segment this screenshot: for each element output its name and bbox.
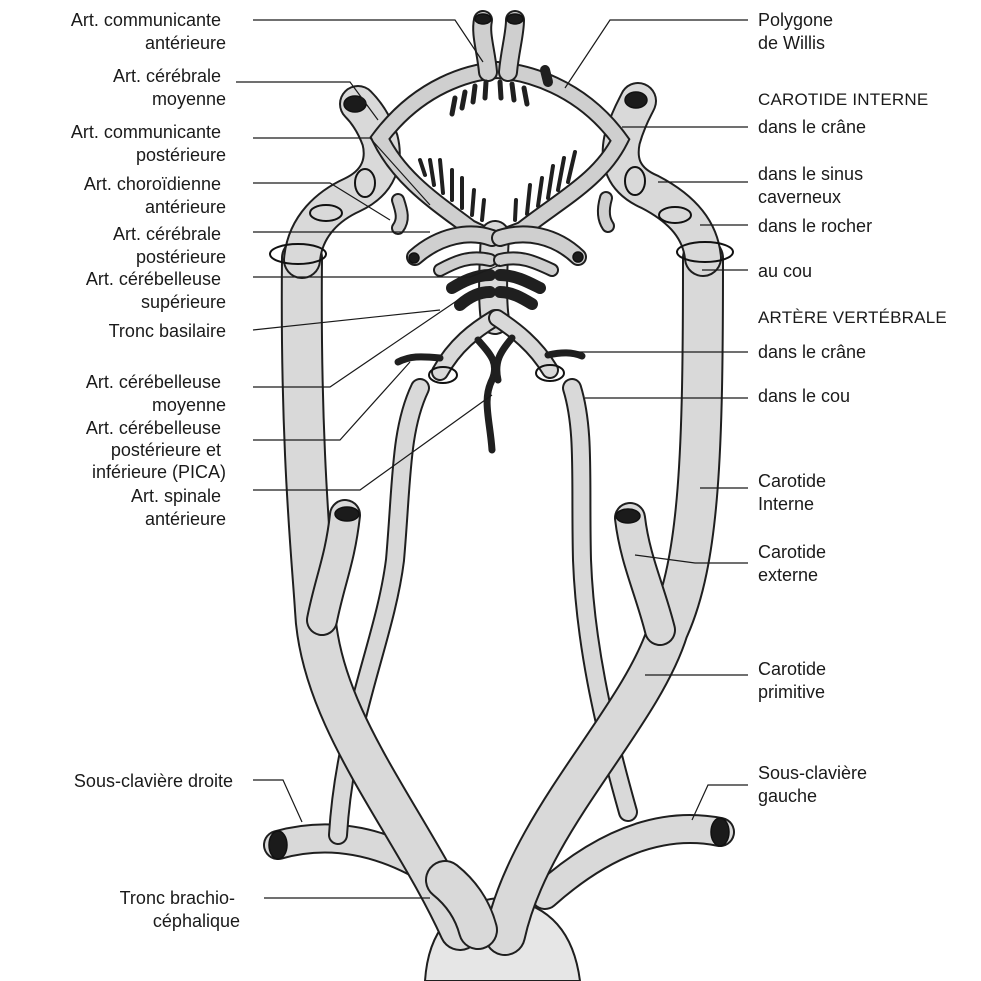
label-car-int: Carotide Interne: [758, 471, 831, 514]
label-tronc-brachio: Tronc brachio- céphalique: [120, 888, 240, 931]
label-carotide-interne-head: CAROTIDE INTERNE: [758, 90, 928, 109]
label-cereb-moy: Art. cérébelleuse moyenne: [86, 372, 226, 415]
label-tronc-bas: Tronc basilaire: [109, 321, 226, 341]
label-ci-cou: au cou: [758, 261, 812, 281]
label-sous-clav-g: Sous-clavière gauche: [758, 763, 872, 806]
label-comm-post: Art. communicante postérieure: [71, 122, 226, 165]
label-ci-crane: dans le crâne: [758, 117, 866, 137]
label-car-ext: Carotide externe: [758, 542, 831, 585]
labels-right: Polygone de Willis CAROTIDE INTERNE dans…: [758, 10, 947, 806]
anterior-spinal-artery: [478, 340, 495, 450]
vessels: [269, 14, 733, 981]
label-polygone: Polygone de Willis: [758, 10, 838, 53]
labels-left: Art. communicante antérieure Art. cérébr…: [71, 10, 240, 931]
label-comm-ant: Art. communicante antérieure: [71, 10, 226, 53]
label-ci-rocher: dans le rocher: [758, 216, 872, 236]
label-sous-clav-d: Sous-clavière droite: [74, 771, 233, 791]
label-cer-post: Art. cérébrale postérieure: [113, 224, 226, 267]
label-choroid: Art. choroïdienne antérieure: [84, 174, 226, 217]
label-av-cou: dans le cou: [758, 386, 850, 406]
label-cereb-sup: Art. cérébelleuse supérieure: [86, 269, 226, 312]
label-car-prim: Carotide primitive: [758, 659, 831, 702]
label-av-crane: dans le crâne: [758, 342, 866, 362]
label-vertebrale-head: ARTÈRE VERTÉBRALE: [758, 308, 947, 327]
label-spinale: Art. spinale antérieure: [131, 486, 226, 529]
label-pica: Art. cérébelleuse postérieure et inférie…: [86, 418, 226, 482]
label-ci-sinus: dans le sinus caverneux: [758, 164, 868, 207]
label-cer-moy: Art. cérébrale moyenne: [113, 66, 226, 109]
